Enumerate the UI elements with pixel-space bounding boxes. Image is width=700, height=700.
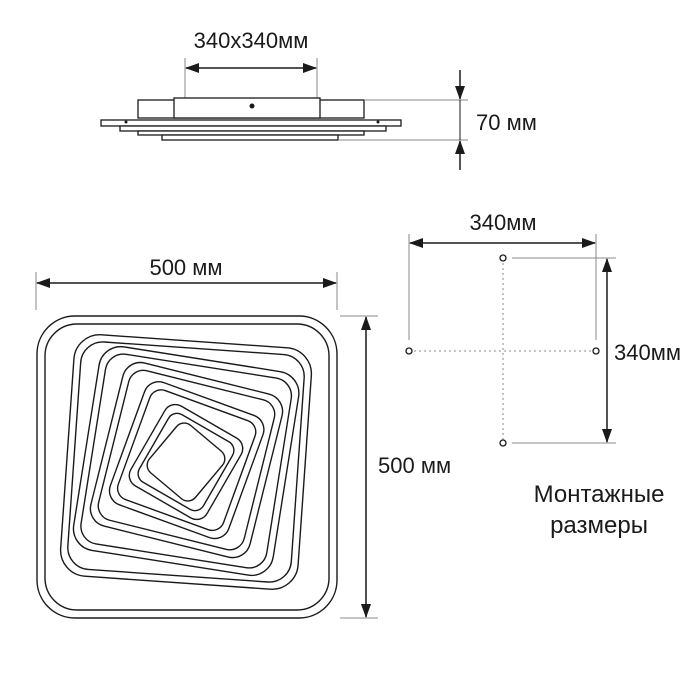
- mount-hole-bottom: [499, 439, 507, 447]
- fixture-top-outline: [36, 315, 338, 619]
- fixture-side-profile: [100, 97, 402, 141]
- ring-layer-1: [100, 119, 402, 127]
- top-view: 500 мм 500 мм: [35, 255, 451, 619]
- mounting-view: 340мм 340мм Монтажные размеры: [405, 210, 681, 539]
- ring-layer-2: [119, 125, 387, 132]
- top-width-label: 500 мм: [149, 255, 222, 280]
- mount-hole-top: [499, 254, 507, 262]
- ring-1: [59, 334, 313, 590]
- mount-width-label: 340мм: [470, 210, 537, 235]
- side-dot-right: [376, 120, 380, 124]
- side-height-label: 70 мм: [476, 110, 537, 135]
- ring-5: [128, 403, 244, 521]
- ring-2: [72, 345, 300, 577]
- side-dot-left: [124, 120, 128, 124]
- side-width-label: 340x340мм: [194, 28, 309, 53]
- mounting-caption-line1: Монтажные: [534, 481, 665, 508]
- ring-layer-4: [161, 134, 339, 141]
- ring-3: [89, 361, 284, 559]
- ring-4: [108, 381, 265, 540]
- outer-frame: [36, 315, 338, 619]
- outer-frame-inner: [44, 323, 330, 611]
- fixture-rings: [59, 334, 313, 590]
- mount-hole-right: [592, 347, 600, 355]
- top-height-label: 500 мм: [378, 453, 451, 478]
- mount-box: [173, 97, 321, 119]
- mount-screw: [249, 103, 255, 109]
- mounting-caption-line2: размеры: [550, 512, 648, 539]
- mount-height-label: 340мм: [614, 340, 681, 365]
- side-view: 340x340мм 70 мм: [100, 28, 537, 170]
- mounting-holes: [405, 254, 600, 447]
- mount-hole-left: [405, 347, 413, 355]
- center-panel: [146, 422, 226, 502]
